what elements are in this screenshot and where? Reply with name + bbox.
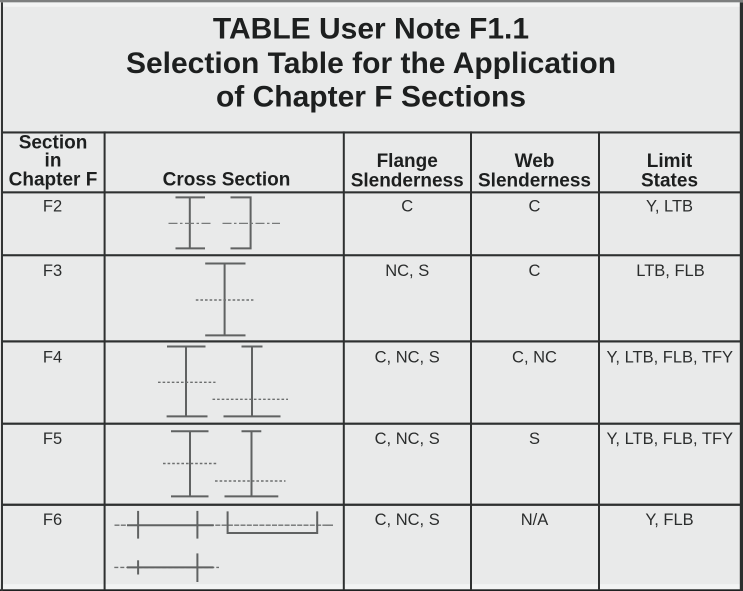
svg-text:Y, LTB, FLB, TFY: Y, LTB, FLB, TFY — [607, 348, 734, 366]
svg-text:Y, LTB, FLB, TFY: Y, LTB, FLB, TFY — [607, 430, 734, 448]
svg-text:Limit: Limit — [647, 151, 693, 172]
svg-text:of Chapter F Sections: of Chapter F Sections — [216, 81, 526, 114]
svg-text:C: C — [401, 197, 413, 215]
svg-text:F6: F6 — [43, 511, 62, 529]
svg-text:F5: F5 — [43, 430, 62, 448]
svg-text:States: States — [641, 171, 698, 192]
svg-text:Flange: Flange — [377, 151, 438, 172]
svg-text:F3: F3 — [43, 262, 62, 280]
svg-text:Slenderness: Slenderness — [478, 171, 591, 192]
svg-text:NC, S: NC, S — [385, 262, 429, 280]
svg-text:Section: Section — [19, 133, 88, 154]
svg-text:C, NC, S: C, NC, S — [375, 430, 440, 448]
svg-text:Y, LTB: Y, LTB — [646, 197, 693, 215]
svg-text:S: S — [529, 430, 540, 448]
svg-text:in: in — [45, 151, 62, 172]
svg-text:C, NC: C, NC — [512, 348, 557, 366]
svg-text:N/A: N/A — [521, 511, 549, 529]
svg-text:C, NC, S: C, NC, S — [375, 348, 440, 366]
svg-text:C: C — [529, 197, 541, 215]
svg-text:Cross Section: Cross Section — [163, 170, 291, 191]
svg-text:Web: Web — [515, 151, 555, 172]
svg-text:F2: F2 — [43, 197, 62, 215]
svg-text:TABLE User Note F1.1: TABLE User Note F1.1 — [213, 13, 529, 46]
svg-text:C: C — [529, 262, 541, 280]
svg-text:Y, FLB: Y, FLB — [645, 511, 693, 529]
svg-text:Selection Table for the Applic: Selection Table for the Application — [126, 47, 616, 80]
svg-text:Slenderness: Slenderness — [351, 171, 464, 192]
svg-text:Chapter F: Chapter F — [9, 170, 98, 191]
svg-text:F4: F4 — [43, 348, 62, 366]
svg-text:C, NC, S: C, NC, S — [375, 511, 440, 529]
svg-text:LTB, FLB: LTB, FLB — [636, 262, 704, 280]
